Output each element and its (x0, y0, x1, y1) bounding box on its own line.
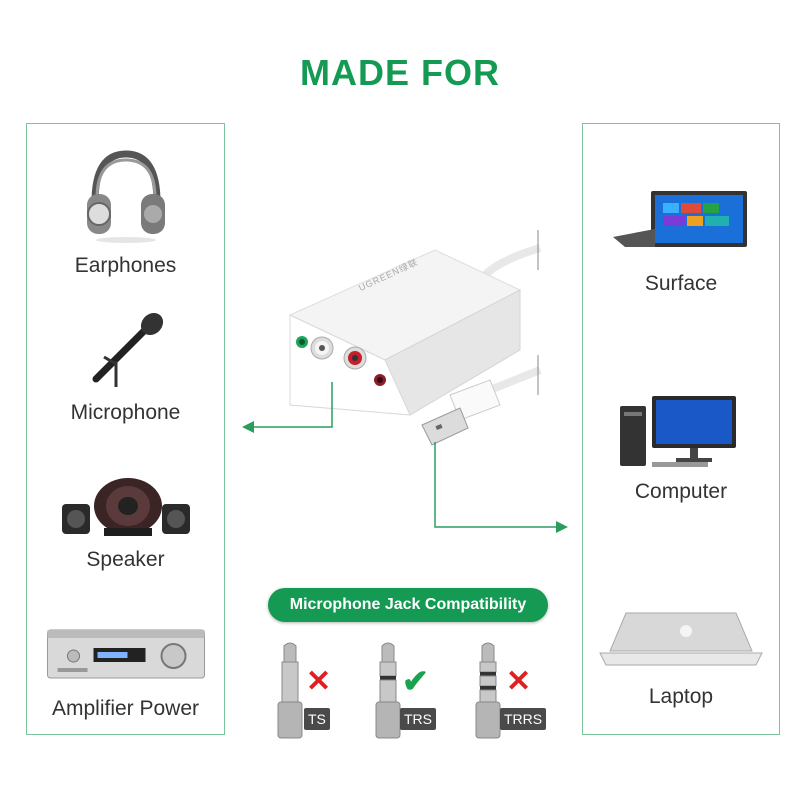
ts-plug-icon (277, 642, 303, 739)
speaker-icon (56, 476, 196, 538)
check-icon: ✔ (402, 663, 429, 699)
desktop-computer-icon (616, 394, 746, 469)
left-panel: Earphones Microphone (26, 123, 225, 735)
trs-plug-icon (375, 642, 401, 739)
jack-ts: ✕ TS (268, 640, 388, 740)
jack-trs: ✔ TRS (366, 640, 486, 740)
cross-icon: ✕ (306, 665, 332, 698)
item-speaker: Speaker (27, 476, 224, 576)
item-laptop: Laptop (583, 609, 779, 709)
microphone-label: Microphone (70, 401, 181, 424)
earphones-label: Earphones (74, 254, 177, 277)
item-computer: Computer (583, 394, 779, 509)
item-surface: Surface (583, 189, 779, 304)
trrs-plug-icon (475, 642, 501, 739)
speaker-label: Speaker (86, 548, 165, 571)
laptop-icon (596, 609, 766, 671)
amplifier-icon (43, 624, 208, 684)
jack-label: TRRS (500, 708, 547, 730)
right-panel: Surface Computer Laptop (582, 123, 780, 735)
headphones-icon (81, 144, 171, 244)
jack-label: TS (304, 708, 330, 730)
jack-trrs: ✕ TRRS (466, 640, 586, 740)
item-amplifier: Amplifier Power (27, 624, 224, 724)
item-earphones: Earphones (27, 144, 224, 294)
microphone-icon (76, 309, 176, 389)
surface-label: Surface (644, 272, 718, 295)
tablet-icon (611, 189, 751, 249)
jack-label: TRS (400, 708, 436, 730)
arrow-to-left (240, 380, 340, 445)
computer-label: Computer (634, 480, 728, 503)
arrow-to-right (432, 440, 572, 545)
item-microphone: Microphone (27, 309, 224, 439)
cross-icon: ✕ (506, 665, 532, 698)
usb-sound-card (260, 220, 560, 520)
amplifier-label: Amplifier Power (51, 697, 200, 720)
laptop-label: Laptop (648, 685, 714, 708)
page-title: MADE FOR (300, 52, 500, 93)
compatibility-badge: Microphone Jack Compatibility (268, 588, 548, 622)
